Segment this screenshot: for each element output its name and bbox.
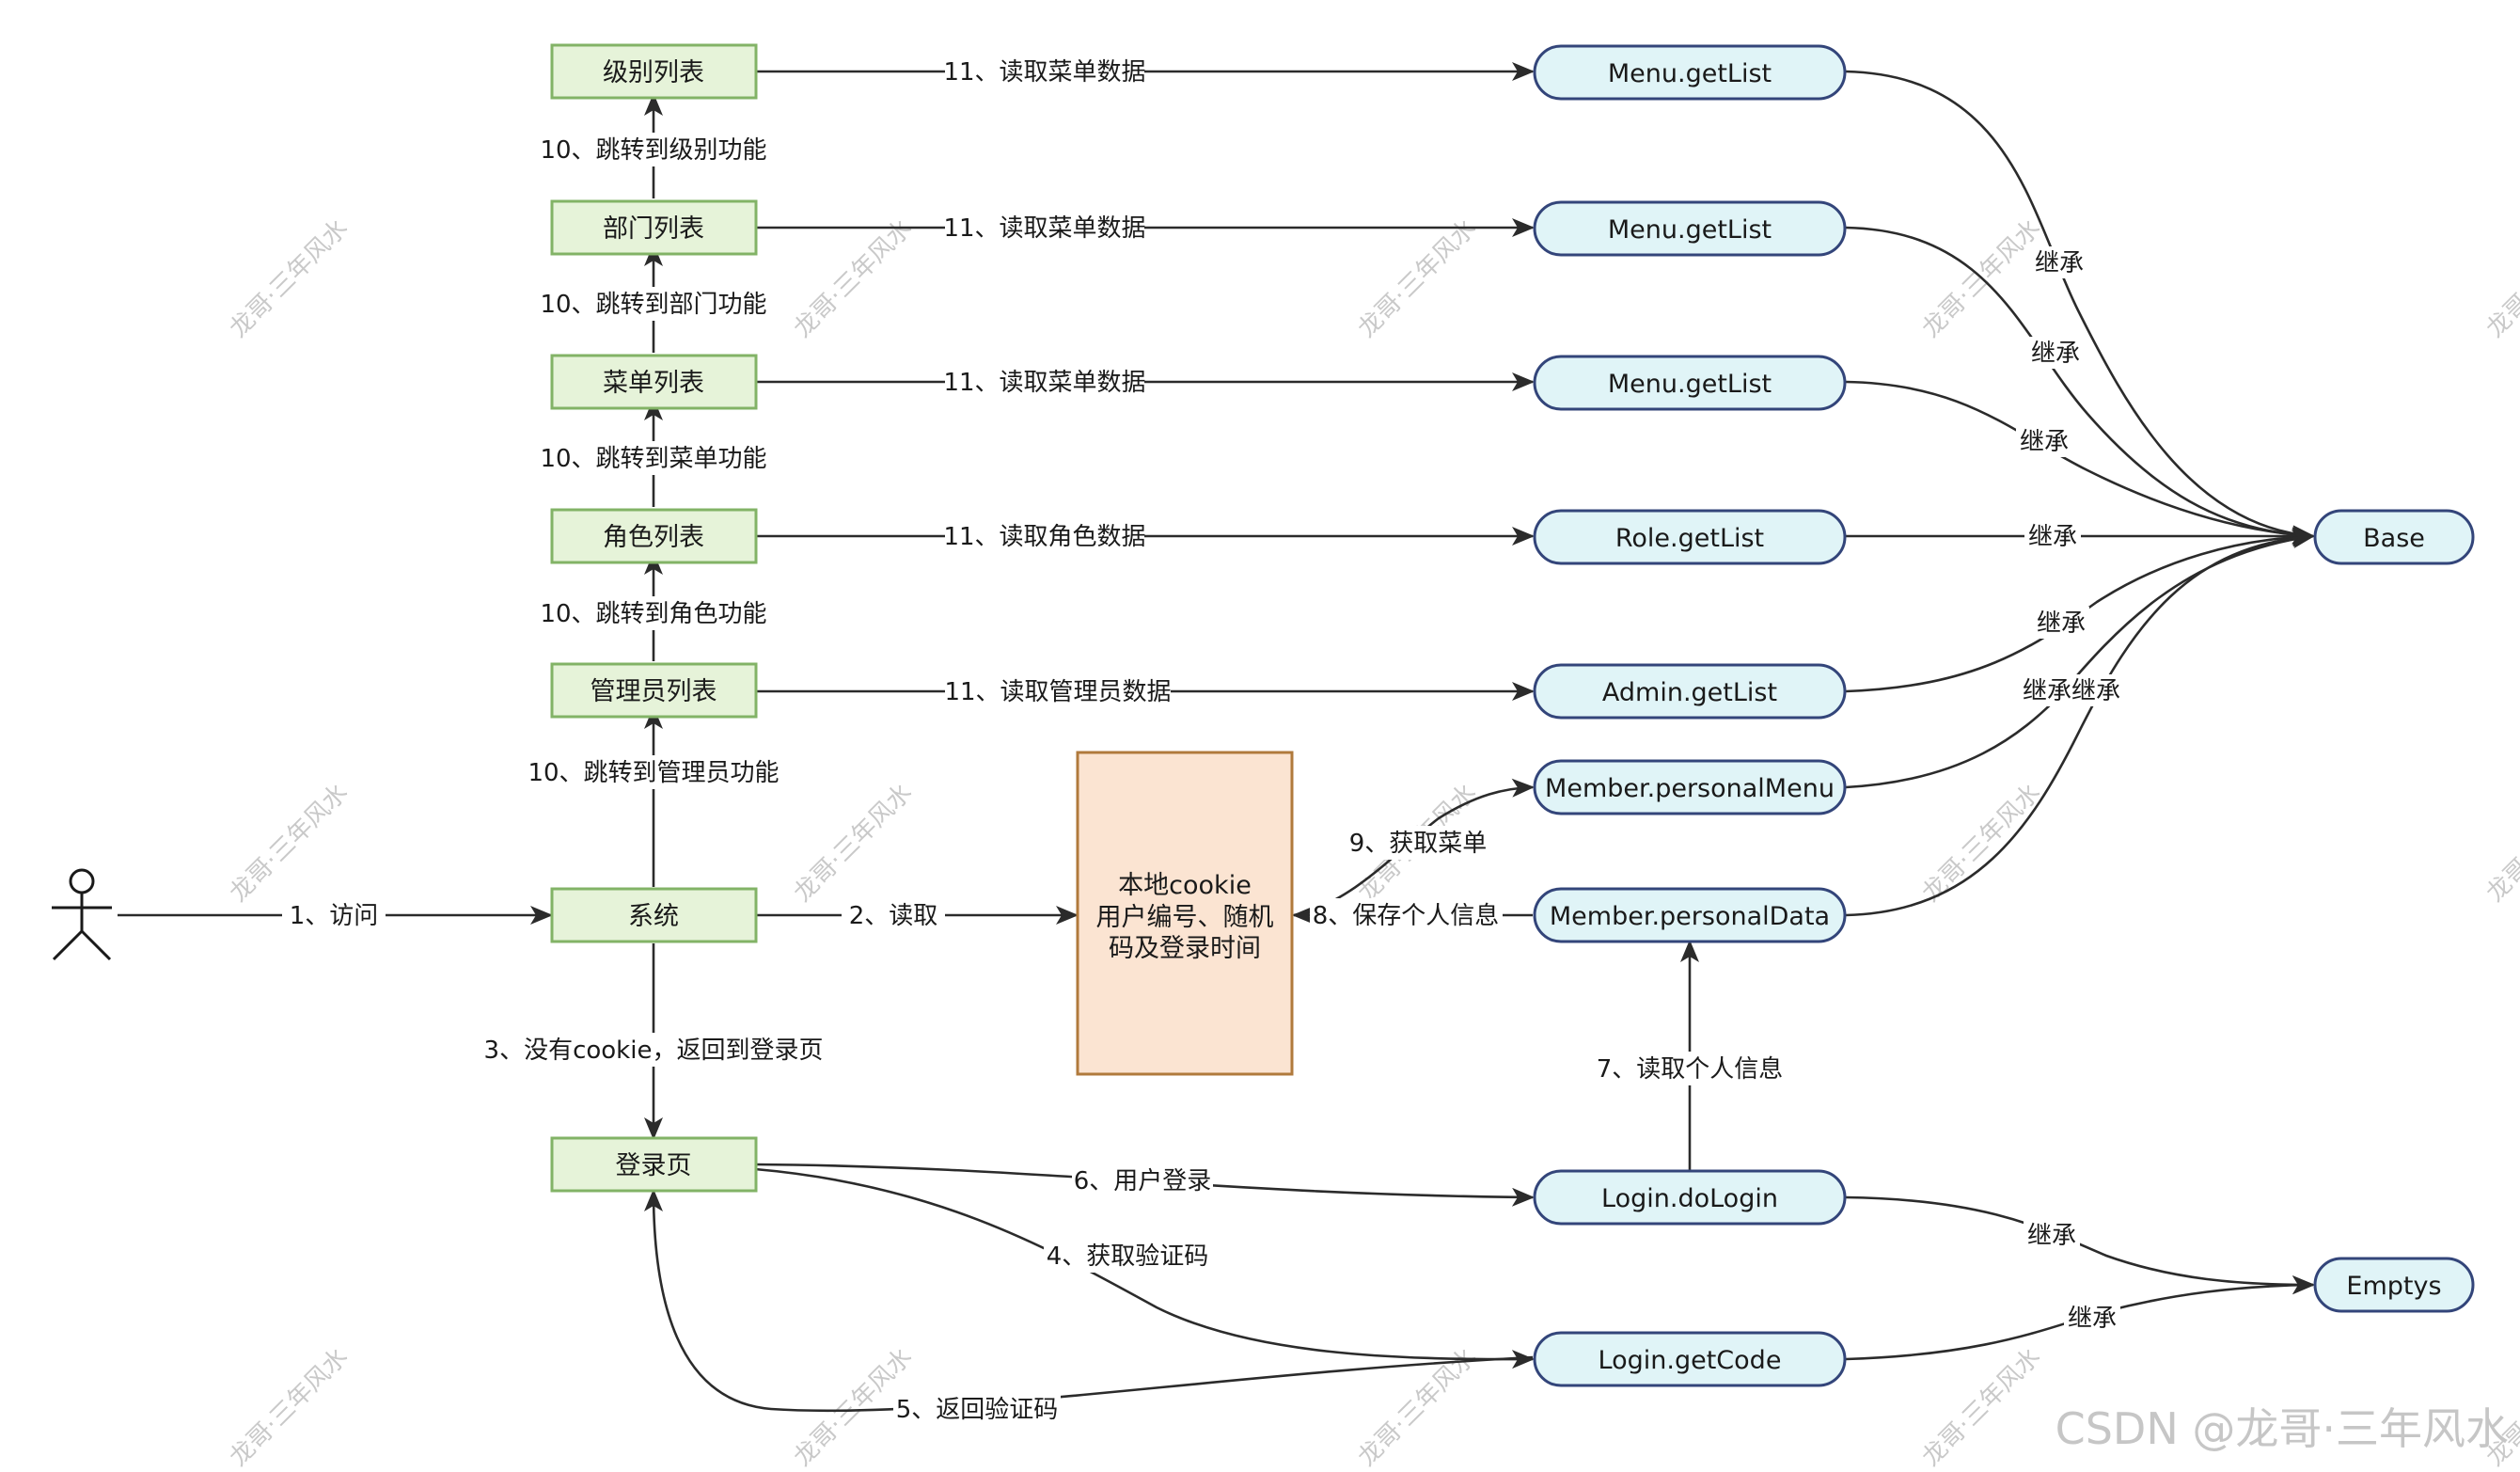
label-read-menu-2: 11、读取菜单数据	[943, 214, 1145, 243]
node-dept-list-label: 部门列表	[603, 214, 704, 244]
label-jump-level: 10、跳转到级别功能	[540, 136, 766, 165]
label-inherit-login: 继承	[2027, 1222, 2076, 1250]
label-get-code: 4、获取验证码	[1047, 1242, 1209, 1271]
label-jump-menu: 10、跳转到菜单功能	[540, 445, 766, 473]
node-base[interactable]: Base	[2313, 509, 2475, 565]
label-read-menu-1: 11、读取菜单数据	[943, 58, 1145, 87]
node-role-getlist[interactable]: Role.getList	[1533, 509, 1847, 565]
node-member-personal-menu[interactable]: Member.personalMenu	[1533, 759, 1847, 815]
cookie-line-2: 用户编号、随机	[1096, 903, 1274, 932]
edge-return-code	[644, 1189, 1534, 1413]
node-emptys[interactable]: Emptys	[2313, 1257, 2475, 1313]
node-login-getcode-label: Login.getCode	[1599, 1346, 1782, 1375]
label-read-role: 11、读取角色数据	[943, 523, 1145, 551]
node-member-personal-data[interactable]: Member.personalData	[1533, 887, 1847, 943]
label-jump-role: 10、跳转到角色功能	[540, 600, 766, 628]
node-dept-list[interactable]: 部门列表	[550, 199, 758, 256]
edge-get-menu	[1293, 778, 1535, 917]
node-system[interactable]: 系统	[550, 887, 758, 943]
edge-inherit-3	[1845, 380, 2315, 545]
node-menu-getlist-3-label: Menu.getList	[1608, 370, 1772, 399]
node-base-label: Base	[2363, 524, 2425, 553]
watermark: 龙哥·三年风水	[1917, 1343, 2046, 1472]
node-login-page[interactable]: 登录页	[550, 1136, 758, 1193]
label-inherit-3: 继承	[2020, 428, 2069, 456]
label-jump-admin: 10、跳转到管理员功能	[528, 759, 779, 787]
node-member-personal-data-label: Member.personalData	[1550, 902, 1830, 931]
label-return-code: 5、返回验证码	[896, 1396, 1059, 1424]
node-admin-list-label: 管理员列表	[591, 677, 717, 706]
edge-inherit-6a	[1845, 530, 2315, 789]
node-login-dologin[interactable]: Login.doLogin	[1533, 1169, 1847, 1226]
watermark: 龙哥·三年风水	[1353, 214, 1482, 343]
node-admin-getlist[interactable]: Admin.getList	[1533, 663, 1847, 720]
watermark: 龙哥·三年风水	[225, 214, 354, 343]
edge-labels-layer: 1、访问 2、读取 3、没有cookie，返回到登录页 10、跳转到管理员功能 …	[282, 55, 2124, 1426]
watermark: 龙哥·三年风水	[1917, 779, 2046, 908]
node-role-list[interactable]: 角色列表	[550, 508, 758, 564]
node-login-getcode[interactable]: Login.getCode	[1533, 1331, 1847, 1387]
edge-inherit-5	[1845, 527, 2315, 693]
node-admin-getlist-label: Admin.getList	[1602, 678, 1777, 707]
node-admin-list[interactable]: 管理员列表	[550, 662, 758, 719]
label-user-login: 6、用户登录	[1074, 1167, 1212, 1195]
node-local-cookie[interactable]: 本地cookie 用户编号、随机 码及登录时间	[1076, 751, 1294, 1076]
label-read-menu-3: 11、读取菜单数据	[943, 369, 1145, 397]
node-menu-getlist-2[interactable]: Menu.getList	[1533, 200, 1847, 257]
label-read-personal: 7、读取个人信息	[1597, 1055, 1784, 1084]
label-inherit-4: 继承	[2028, 523, 2077, 551]
label-save-personal: 8、保存个人信息	[1313, 902, 1500, 930]
watermark: 龙哥·三年风水	[789, 214, 918, 343]
node-menu-list-label: 菜单列表	[603, 369, 704, 398]
node-level-list[interactable]: 级别列表	[550, 43, 758, 100]
node-member-personal-menu-label: Member.personalMenu	[1545, 774, 1835, 803]
edge-inherit-2	[1845, 226, 2315, 545]
node-menu-getlist-2-label: Menu.getList	[1608, 215, 1772, 245]
label-no-cookie: 3、没有cookie，返回到登录页	[484, 1037, 824, 1065]
nodes-layer: 级别列表 部门列表 菜单列表 角色列表 管理员列表 系统 登录页	[52, 43, 2475, 1387]
edge-inherit-6b	[1845, 528, 2315, 917]
watermark: 龙哥·三年风水	[225, 1343, 354, 1472]
watermark: 龙哥·三年风水	[2481, 779, 2520, 908]
label-inherit-6: 继承继承	[2023, 677, 2120, 705]
label-inherit-1: 继承	[2035, 249, 2084, 277]
node-menu-getlist-1[interactable]: Menu.getList	[1533, 44, 1847, 101]
watermark: 龙哥·三年风水	[225, 779, 354, 908]
node-level-list-label: 级别列表	[603, 58, 704, 87]
cookie-line-3: 码及登录时间	[1109, 934, 1261, 963]
node-emptys-label: Emptys	[2346, 1272, 2441, 1301]
node-role-getlist-label: Role.getList	[1615, 524, 1764, 553]
node-login-dologin-label: Login.doLogin	[1601, 1184, 1778, 1213]
csdn-brand-watermark: CSDN @龙哥·三年风水	[2055, 1403, 2509, 1454]
label-inherit-getcode: 继承	[2068, 1305, 2117, 1333]
node-system-label: 系统	[628, 902, 679, 931]
node-login-page-label: 登录页	[616, 1151, 692, 1180]
node-role-list-label: 角色列表	[603, 523, 704, 552]
actor-icon	[52, 868, 112, 961]
label-read-cookie: 2、读取	[849, 902, 938, 930]
edges-layer	[118, 62, 2315, 1413]
label-get-menu: 9、获取菜单	[1349, 830, 1488, 858]
watermark: 龙哥·三年风水	[789, 779, 918, 908]
node-menu-list[interactable]: 菜单列表	[550, 354, 758, 410]
node-menu-getlist-1-label: Menu.getList	[1608, 59, 1772, 88]
watermark: 龙哥·三年风水	[2481, 214, 2520, 343]
edge-inherit-1	[1845, 70, 2315, 545]
edge-get-code	[754, 1167, 1535, 1369]
node-menu-getlist-3[interactable]: Menu.getList	[1533, 355, 1847, 411]
edge-inherit-login	[1845, 1195, 2315, 1294]
label-inherit-2: 继承	[2031, 340, 2080, 368]
cookie-line-1: 本地cookie	[1118, 871, 1252, 900]
label-visit: 1、访问	[290, 902, 379, 930]
label-inherit-5: 继承	[2037, 609, 2086, 638]
label-jump-dept: 10、跳转到部门功能	[540, 291, 766, 319]
label-read-admin: 11、读取管理员数据	[944, 678, 1171, 706]
